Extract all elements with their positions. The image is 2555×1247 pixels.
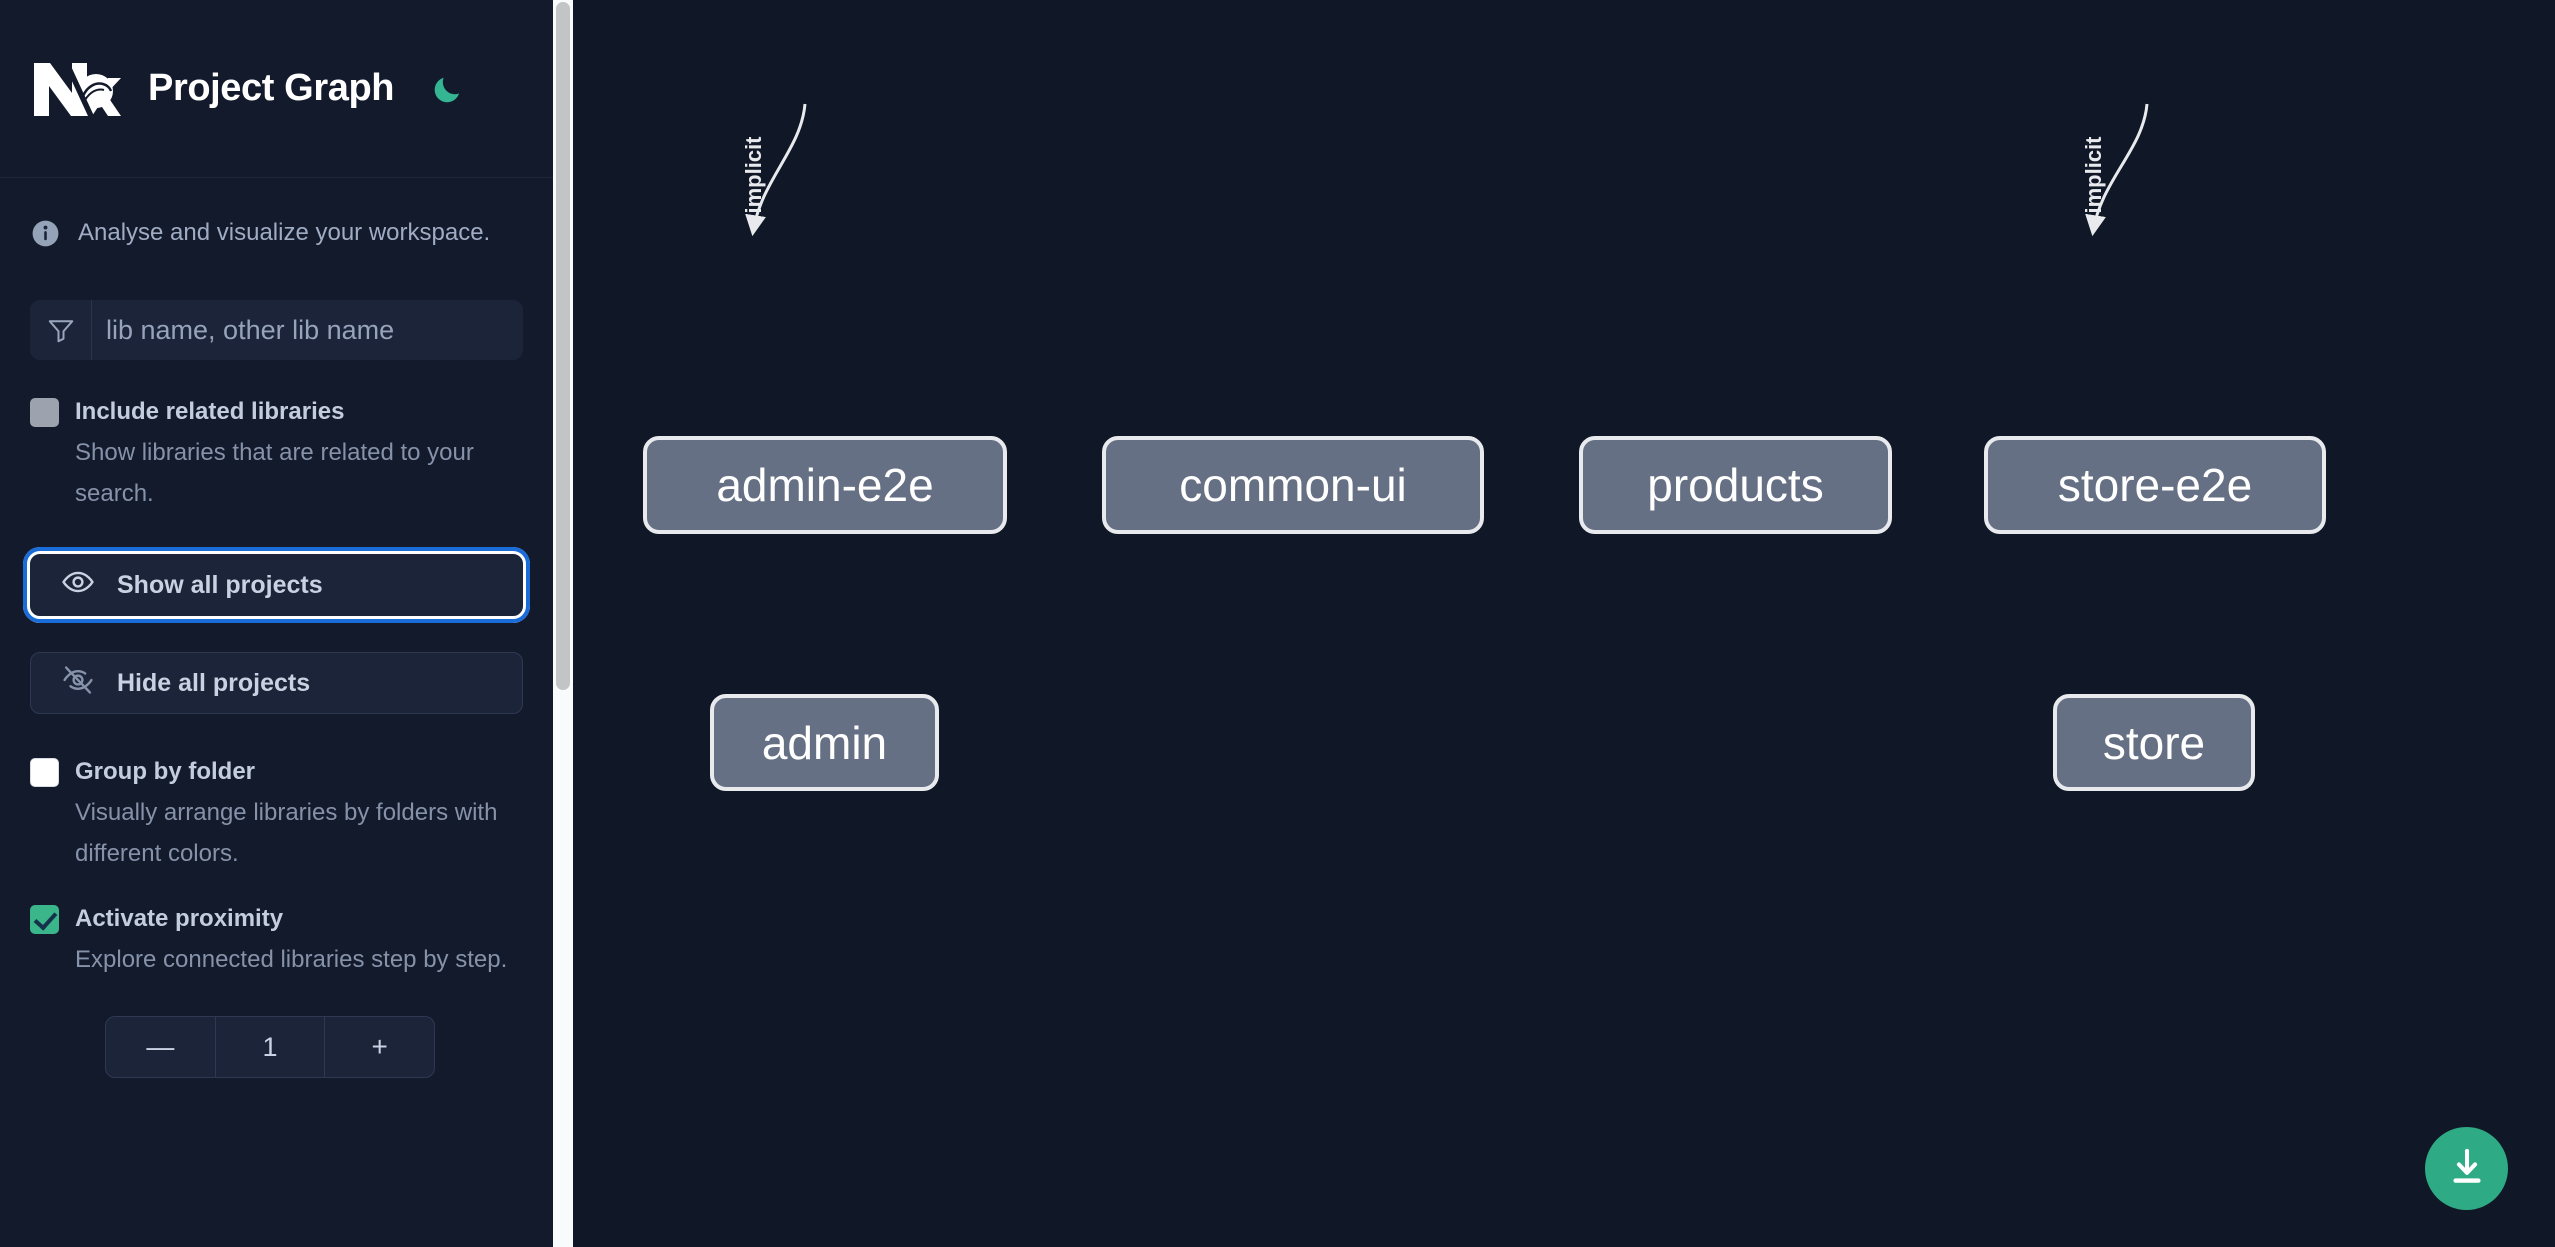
checkbox-activate-proximity[interactable] (30, 905, 59, 934)
graph-node-label: admin (761, 716, 888, 769)
graph-node-common-ui[interactable]: common-ui (1102, 436, 1484, 534)
download-image-button[interactable] (2425, 1127, 2508, 1210)
search-input[interactable] (92, 300, 523, 360)
search-field[interactable] (30, 300, 523, 360)
option-title: Group by folder (75, 758, 255, 785)
checkbox-group-by-folder[interactable] (30, 758, 59, 787)
graph-node-store[interactable]: store (2053, 694, 2255, 791)
eye-icon (61, 565, 95, 606)
option-title: Include related libraries (75, 398, 345, 425)
option-group-by-folder[interactable]: Group by folder Visually arrange librari… (0, 752, 553, 874)
graph-node-label: products (1647, 459, 1824, 511)
stepper-value: 1 (214, 1017, 325, 1077)
page-title: Project Graph (148, 67, 395, 109)
info-icon (30, 218, 61, 249)
project-visibility-buttons: Show all projects Hide all projects (23, 547, 530, 714)
option-include-related-libraries[interactable]: Include related libraries Show libraries… (0, 392, 553, 514)
option-title: Activate proximity (75, 905, 284, 932)
graph-edges-layer: implicit implicit (741, 103, 2149, 237)
edge-label-implicit-store: implicit (2081, 136, 2106, 214)
edge-label-implicit-admin: implicit (741, 136, 766, 214)
graph-node-label: store (2102, 716, 2206, 769)
sidebar-scrollbar[interactable] (553, 0, 573, 1247)
proximity-stepper[interactable]: — 1 + (105, 1016, 435, 1078)
graph-node-label: common-ui (1179, 459, 1407, 511)
sidebar-header: Project Graph (0, 0, 553, 178)
graph-nodes-layer: implicit implicit admin-e2e common-ui prod… (553, 0, 2555, 1247)
graph-node-products[interactable]: products (1579, 436, 1892, 534)
sidebar-scrollbar-thumb[interactable] (556, 2, 570, 690)
graph-canvas[interactable]: implicit implicit admin-e2e common-ui prod… (553, 0, 2555, 1247)
graph-node-label: admin-e2e (716, 459, 934, 511)
graph-node-store-e2e[interactable]: store-e2e (1984, 436, 2326, 534)
nx-logo-icon (30, 58, 122, 120)
graph-node-admin[interactable]: admin (710, 694, 939, 791)
filter-icon (30, 300, 92, 360)
option-description: Visually arrange libraries by folders wi… (75, 799, 498, 867)
sidebar-subtitle-text: Analyse and visualize your workspace. (78, 219, 491, 246)
eye-off-icon (61, 663, 95, 704)
checkbox-include-related-libraries[interactable] (30, 398, 59, 427)
edge-admin-e2e-to-admin (745, 103, 807, 237)
graph-node-label: store-e2e (2057, 459, 2253, 511)
option-activate-proximity[interactable]: Activate proximity Explore connected lib… (0, 899, 553, 980)
moon-icon[interactable] (426, 68, 468, 110)
graph-node-admin-e2e[interactable]: admin-e2e (643, 436, 1007, 534)
option-description: Show libraries that are related to your … (75, 439, 474, 507)
download-icon (2445, 1145, 2489, 1192)
option-description: Explore connected libraries step by step… (75, 946, 508, 973)
edge-store-e2e-to-store (2085, 103, 2149, 237)
show-all-projects-button[interactable]: Show all projects (23, 547, 530, 623)
sidebar-subtitle: Analyse and visualize your workspace. (0, 178, 553, 288)
hide-all-projects-button[interactable]: Hide all projects (30, 652, 523, 714)
sidebar: Project Graph Analyse and visualize your… (0, 0, 553, 1247)
show-all-projects-label: Show all projects (117, 570, 323, 599)
stepper-decrement-button[interactable]: — (146, 1031, 175, 1062)
hide-all-projects-label: Hide all projects (117, 668, 311, 697)
stepper-increment-button[interactable]: + (324, 1017, 434, 1077)
